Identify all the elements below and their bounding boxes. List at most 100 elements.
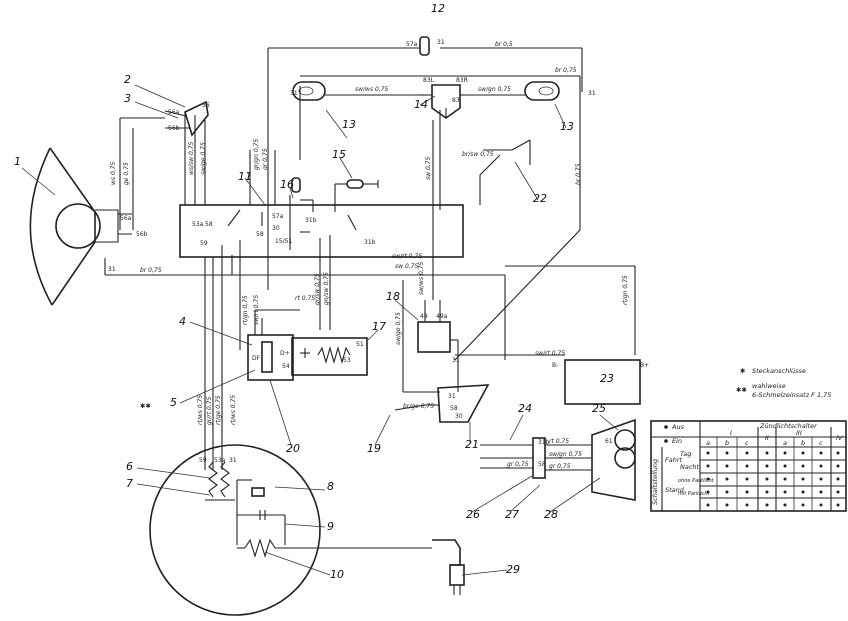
battery-23 <box>455 265 641 405</box>
terminal-label: 53 <box>343 357 351 364</box>
wire-label: sw/gn 0,75 <box>478 86 511 93</box>
wiring-left <box>104 112 506 360</box>
component-number: 27 <box>505 508 519 521</box>
component-number: 15 <box>332 148 346 161</box>
wiring-mid <box>402 280 459 393</box>
light-switch-box <box>179 150 464 470</box>
terminal-label: 58 <box>256 231 264 238</box>
terminal-label: 83L <box>423 77 435 84</box>
terminal-label: 31 <box>437 39 445 46</box>
table-group-header: II <box>765 434 769 442</box>
terminal-label: 53a <box>192 221 204 228</box>
wire-label: rt/ge 0,75 <box>215 395 222 425</box>
flasher-relay-18 <box>417 321 451 353</box>
component-number: 8 <box>327 480 334 493</box>
component-number: 6 <box>126 460 133 473</box>
wire-label: rt 0,75 <box>549 438 569 445</box>
component-number: 20 <box>286 442 300 455</box>
table-side-label: Schaltstellung <box>651 459 659 505</box>
fuse-12 <box>419 36 430 56</box>
component-number: 22 <box>533 192 547 205</box>
wire-label: gr/rt 0,75 <box>206 396 213 425</box>
wire-label: gr/gn 0,75 <box>253 139 260 170</box>
table-row-label: Tag <box>680 450 691 458</box>
table-row-group: Stand <box>665 486 685 494</box>
tail-lamp-left <box>292 81 326 101</box>
component-number: 21 <box>465 438 479 451</box>
terminal-label: 54 <box>282 363 290 370</box>
wire-label: br 0,75 <box>575 163 582 185</box>
terminal-label: 31b <box>305 217 317 224</box>
wire-label: sw 0,75 <box>395 263 418 270</box>
terminal-label: 30 <box>455 413 463 420</box>
wire-label: sw 0,75 <box>425 157 432 180</box>
footnote-mark: ✱✱ <box>140 402 151 410</box>
horn-button-16 <box>291 177 314 212</box>
wire-label: gr 0,75 <box>262 148 269 170</box>
table-sub-header: b <box>801 439 805 447</box>
terminal-label: 31 <box>108 266 116 273</box>
legend-star-text: Steckanschlüsse <box>752 367 806 375</box>
table-ein-dot <box>664 439 668 443</box>
ignition-coil-17 <box>291 337 368 376</box>
terminal-label: 56a <box>168 109 180 116</box>
tail-lamp-right <box>524 81 560 101</box>
headlight <box>29 147 132 306</box>
component-number: 17 <box>372 320 386 333</box>
table-sub-header: a <box>706 439 710 447</box>
wire-label: br/sw 0,75 <box>462 151 494 158</box>
wire-label: gr/sw 0,75 <box>314 273 321 305</box>
terminal-label: 31b <box>364 239 376 246</box>
component-number: 13 <box>560 120 574 133</box>
terminal-label: 31 <box>452 357 460 364</box>
wire-label: gn/sw 0,75 <box>323 272 330 305</box>
wire-label: ws 0,75 <box>110 162 117 185</box>
terminal-label: 58 <box>205 221 213 228</box>
wiring-top <box>267 47 583 361</box>
wire-label: sw/rt 0,75 <box>253 295 260 325</box>
wire-label: br 0,5 <box>495 41 513 48</box>
table-sub-header: b <box>725 439 729 447</box>
tail-lamp-14 <box>420 84 465 119</box>
legend-star-symbol: ✱ <box>740 367 745 375</box>
table-group-header: I <box>730 429 732 437</box>
wire-label: rt 0,75 <box>295 295 315 302</box>
component-number: 9 <box>327 520 334 533</box>
component-number: 23 <box>600 372 614 385</box>
component-number: 19 <box>367 442 381 455</box>
table-row-group: Fahrt <box>665 456 683 464</box>
component-number: 3 <box>124 92 131 105</box>
terminal-label: B+ <box>640 362 649 369</box>
component-number: 24 <box>518 402 532 415</box>
component-number: 16 <box>280 178 294 191</box>
terminal-label: 58 <box>450 405 458 412</box>
table-dots <box>706 451 840 507</box>
ignition-lock-21 <box>394 384 490 423</box>
terminal-label: 49 <box>420 313 428 320</box>
terminal-label: 59 <box>200 240 208 247</box>
table-group-header: III <box>796 429 802 437</box>
wire-label: rt/ws 0,75 <box>197 395 204 425</box>
terminal-label: 58 <box>538 461 546 468</box>
regulator-20 <box>247 309 300 381</box>
wire-label: br/ge 0,75 <box>403 403 434 410</box>
wire-label: rt/gn 0,75 <box>622 275 629 305</box>
legend-double-star-line2: 6-Schmelzeinsatz F 1,75 <box>752 391 831 399</box>
table-title: Zündlichtschalter <box>759 422 818 430</box>
terminal-label: 57a <box>272 213 284 220</box>
terminal-label: 61 <box>605 438 613 445</box>
table-aus-label: Aus <box>671 423 685 431</box>
terminal-label: 51 <box>356 341 364 348</box>
terminal-label: 56 <box>202 102 210 109</box>
terminal-label: D+ <box>280 350 290 357</box>
terminal-label: 57a <box>406 41 418 48</box>
wire-label: rt/ws 0,75 <box>230 395 237 425</box>
wire-label: sw/ws 0,75 <box>355 86 389 93</box>
terminal-label: 31 <box>290 90 298 97</box>
terminal-label: 83R <box>456 77 468 84</box>
terminal-label: 30 <box>272 225 280 232</box>
table-row-label: Nacht <box>680 463 700 471</box>
table-group-header: IV <box>836 434 843 442</box>
